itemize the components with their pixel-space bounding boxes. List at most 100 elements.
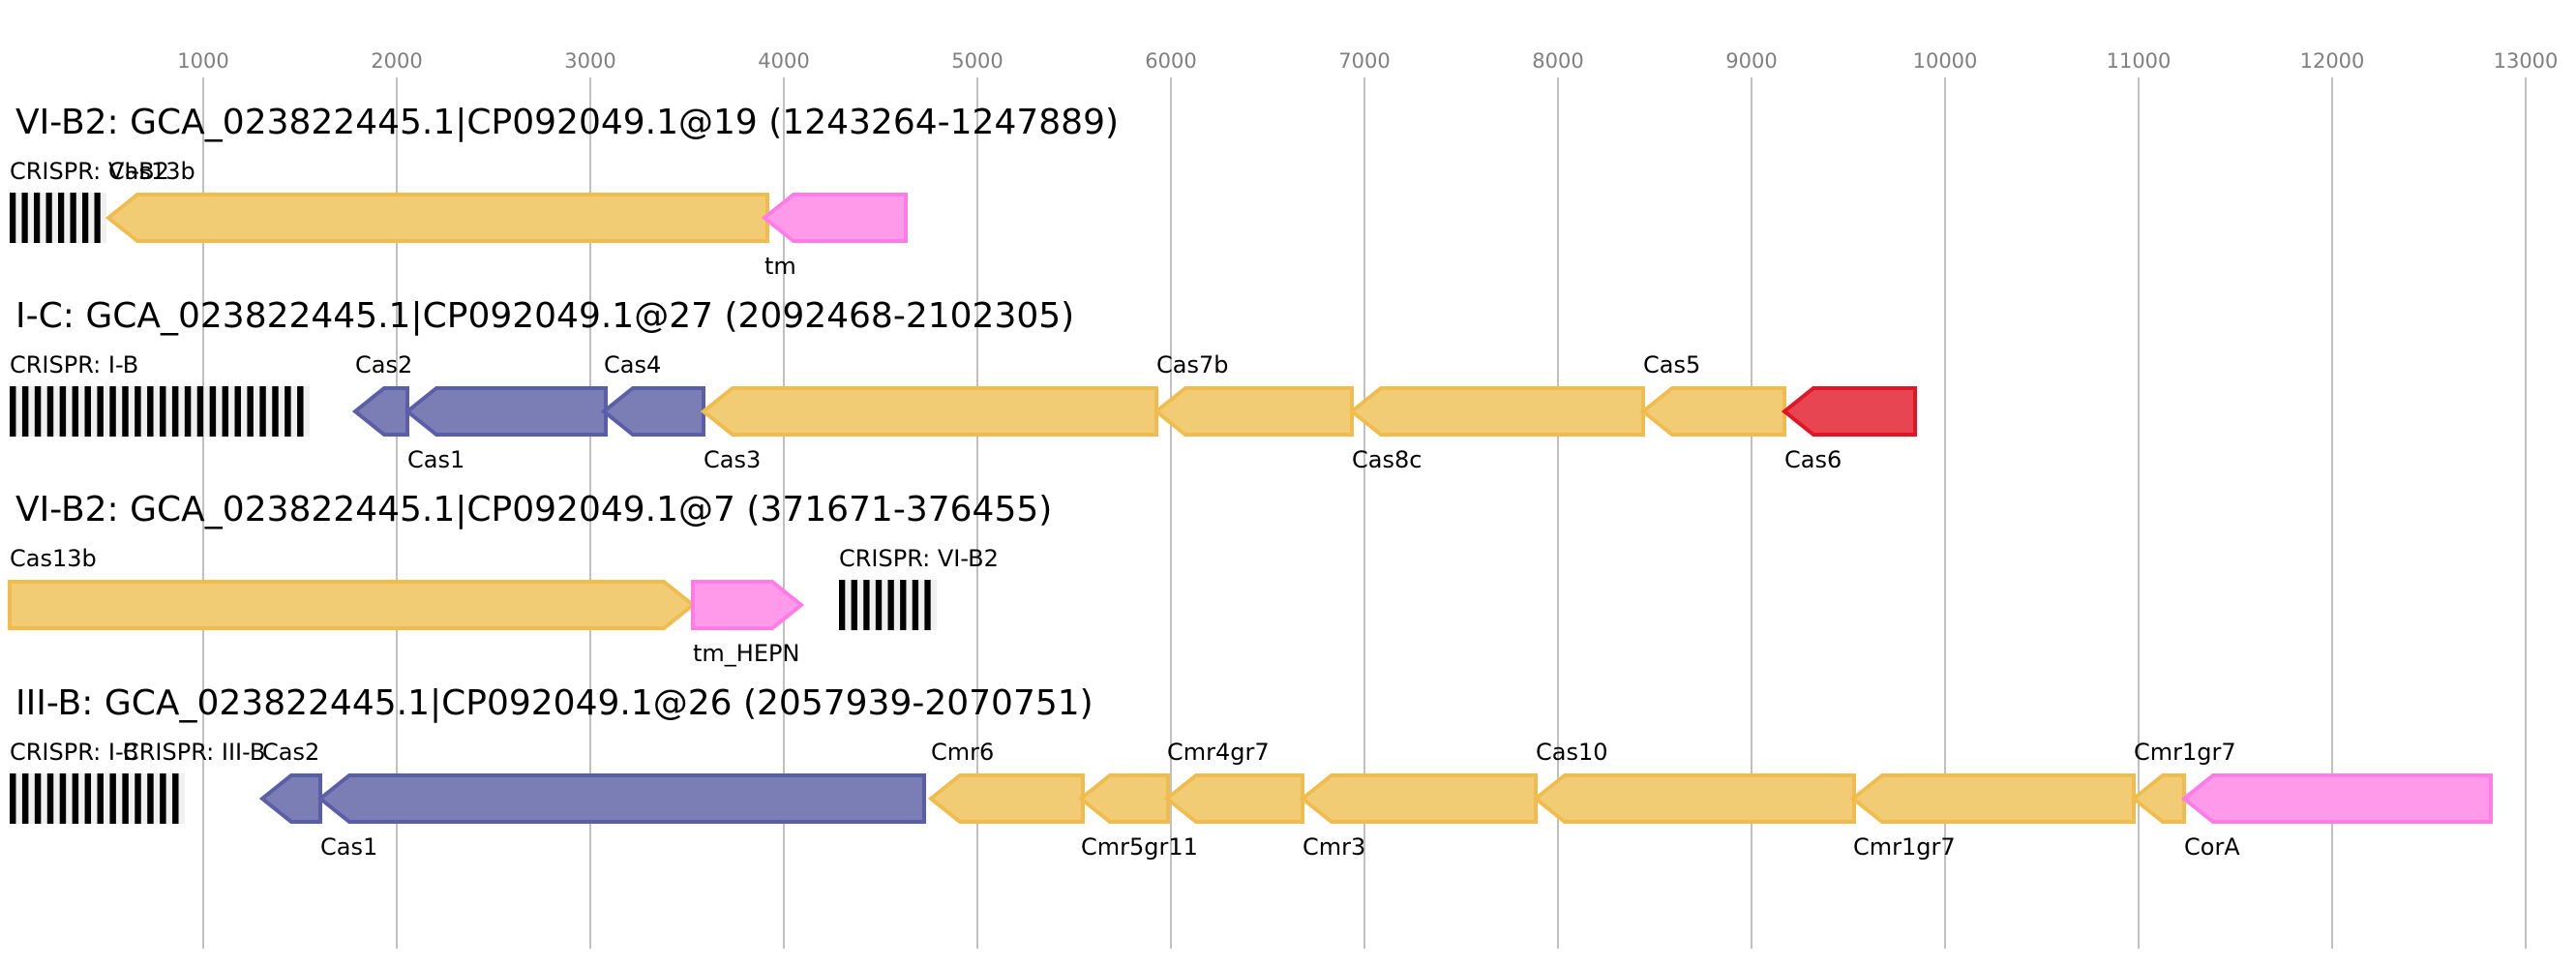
gene-cas2: Cas2: [258, 739, 322, 824]
gene-cora: CorA: [2180, 773, 2493, 861]
tick-label: 3000: [564, 49, 615, 73]
tick-label: 1000: [177, 49, 228, 73]
gene-arrow: [1153, 386, 1354, 437]
crispr-repeat: [851, 580, 857, 630]
gene-arrow: [761, 193, 908, 243]
gene-cas6: Cas6: [1781, 386, 1917, 473]
gene-label: Cmr5gr11: [1081, 833, 1198, 861]
gene-cas8c: Cas8c: [1348, 386, 1645, 473]
crispr-label: CRISPR: I-B: [10, 351, 138, 378]
gene-arrow: [700, 386, 1158, 437]
crispr-repeat: [135, 386, 141, 437]
gene-label: tm: [764, 253, 796, 280]
locus-title: VI-B2: GCA_023822445.1|CP092049.1@19 (12…: [15, 103, 1119, 142]
crispr-repeat: [82, 193, 89, 243]
gene-label: CorA: [2184, 833, 2240, 861]
gene-cas1: Cas1: [316, 773, 926, 861]
tick-label: 2000: [371, 49, 422, 73]
crispr-repeat: [70, 193, 76, 243]
gene-arrow: [1639, 386, 1786, 437]
crispr-repeat: [122, 386, 129, 437]
crispr-repeat: [160, 386, 166, 437]
gene-arrow: [1348, 386, 1645, 437]
crispr-repeat: [147, 773, 154, 824]
gene-cmr1gr7: Cmr1gr7: [1849, 773, 2136, 861]
tick-label: 8000: [1532, 49, 1583, 73]
crispr-repeat: [34, 386, 42, 437]
gene-arrow: [1532, 773, 1856, 824]
gene-cas7b: Cas7b: [1153, 351, 1354, 437]
locus-row: I-C: GCA_023822445.1|CP092049.1@27 (2092…: [10, 296, 1917, 473]
gene-label: Cas13b: [108, 158, 195, 185]
crispr-repeat: [259, 386, 266, 437]
gene-arrow: [1163, 773, 1304, 824]
crispr-repeat: [122, 773, 129, 824]
tick-label: 12000: [2300, 49, 2365, 73]
gene-arrow: [105, 193, 769, 243]
crispr-repeat: [84, 773, 92, 824]
crispr-repeat: [222, 386, 229, 437]
crispr-repeat: [912, 580, 919, 630]
gene-cas10: Cas10: [1532, 739, 1856, 824]
gene-label: Cas6: [1784, 446, 1842, 473]
crispr-repeat: [34, 193, 41, 243]
crispr-repeat: [285, 386, 291, 437]
locus-title: VI-B2: GCA_023822445.1|CP092049.1@7 (371…: [15, 490, 1052, 529]
crispr-repeat: [58, 193, 65, 243]
gene-label: Cas10: [1536, 739, 1608, 766]
crispr-array: CRISPR: I-B: [10, 351, 310, 437]
gene-cas2: Cas2: [351, 351, 412, 437]
gene-label: Cas4: [604, 351, 661, 378]
gene-cas4: Cas4: [600, 351, 705, 437]
tick-label: 7000: [1338, 49, 1390, 73]
gene-label: Cas1: [407, 446, 464, 473]
crispr-repeat: [46, 386, 54, 437]
crispr-repeat: [97, 773, 104, 824]
crispr-repeat: [46, 773, 54, 824]
crispr-repeat: [97, 386, 104, 437]
crispr-repeat: [34, 773, 42, 824]
gene-cas3: Cas3: [700, 386, 1158, 473]
crispr-repeat: [887, 580, 894, 630]
gene-cas5: Cas5: [1639, 351, 1786, 437]
crispr-repeat: [875, 580, 883, 630]
locus-rows: VI-B2: GCA_023822445.1|CP092049.1@19 (12…: [8, 103, 2493, 861]
gene-cmr4gr7: Cmr4gr7: [1163, 739, 1304, 824]
crispr-repeat: [72, 773, 79, 824]
gene-label: Cmr3: [1303, 833, 1365, 861]
gene-label: Cmr6: [931, 739, 994, 766]
crispr-repeat: [59, 773, 67, 824]
crispr-repeat: [21, 386, 29, 437]
crispr-repeat: [10, 193, 16, 243]
gene-arrow: [1077, 773, 1170, 824]
tick-label: 13000: [2494, 49, 2559, 73]
crispr-repeat: [924, 580, 931, 630]
gene-label: Cas1: [320, 833, 377, 861]
gene-label: Cas2: [262, 739, 319, 766]
gene-arrow: [2130, 773, 2186, 824]
crispr-repeat: [84, 386, 91, 437]
gene-arrow: [927, 773, 1085, 824]
crispr-repeat: [297, 386, 304, 437]
crispr-repeat: [147, 386, 154, 437]
locus-row: III-B: GCA_023822445.1|CP092049.1@26 (20…: [10, 683, 2493, 861]
crispr-repeat: [863, 580, 870, 630]
crispr-repeat: [45, 193, 52, 243]
gene-arrow: [1299, 773, 1538, 824]
gene-arrow: [258, 773, 322, 824]
crispr-label: CRISPR: I-B: [10, 739, 138, 766]
locus-title: III-B: GCA_023822445.1|CP092049.1@26 (20…: [15, 683, 1093, 723]
gene-cmr5gr11: Cmr5gr11: [1077, 773, 1198, 861]
gene-tm: tm: [761, 193, 908, 280]
gene-tm_hepn: tm_HEPN: [691, 580, 805, 667]
locus-row: VI-B2: GCA_023822445.1|CP092049.1@19 (12…: [10, 103, 1119, 280]
gene-arrow: [351, 386, 409, 437]
crispr-repeat: [839, 580, 846, 630]
gene-cas13b: Cas13b: [8, 545, 697, 630]
gene-label: Cmr4gr7: [1167, 739, 1270, 766]
crispr-repeat: [247, 386, 254, 437]
crispr-array: CRISPR: I-B: [10, 739, 185, 824]
gene-arrow: [316, 773, 926, 824]
tick-label: 11000: [2107, 49, 2172, 73]
crispr-repeat: [184, 386, 192, 437]
